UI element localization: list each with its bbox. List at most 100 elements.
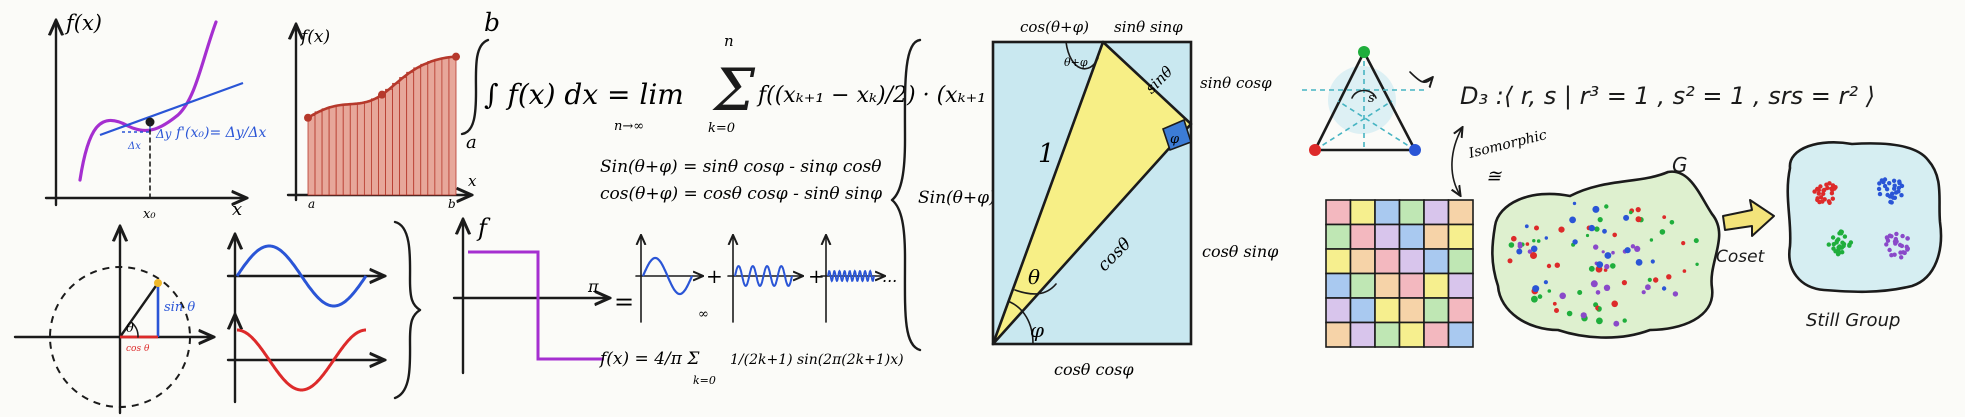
group-element-dot (1629, 210, 1633, 215)
coset-cluster-dot (1892, 239, 1898, 244)
still-group-label: Still Group (1806, 310, 1900, 331)
group-element-dot (1669, 220, 1675, 225)
coset-cluster-dot (1893, 190, 1899, 195)
integral-definition: b a ∫ f(x) dx = lim n→∞ n Σ k=0 f((xₖ₊₁ … (460, 8, 1047, 153)
cayley-cell (1325, 297, 1352, 324)
group-element-dot (1653, 277, 1659, 283)
cayley-cell (1423, 248, 1450, 275)
sin-brace-label: Sin(θ+φ) (918, 188, 996, 208)
group-element-dot (1621, 280, 1627, 286)
coset-cluster-dot (1899, 193, 1904, 198)
group-element-dot (1532, 285, 1540, 293)
coset-cluster-dot (1839, 229, 1845, 235)
cayley-cell (1325, 223, 1352, 250)
group-element-dot (1593, 244, 1599, 250)
proof-theta-plus-phi-label: θ+φ (1064, 56, 1088, 69)
coset-cluster-dot (1887, 194, 1893, 199)
coset-cluster-dot (1818, 184, 1823, 189)
riemann-x-label: x (468, 172, 477, 190)
group-element-dot (1543, 280, 1548, 285)
group-element-dot (1590, 280, 1598, 288)
group-element-dot (1527, 249, 1533, 254)
cayley-cell (1374, 297, 1401, 324)
group-g-label: G (1672, 153, 1688, 177)
cayley-cell (1447, 223, 1474, 250)
group-element-dot (1516, 248, 1523, 255)
vertex-blue (1409, 144, 1421, 156)
fourier-ellipsis: ... (882, 267, 897, 286)
riemann-bar (378, 94, 386, 196)
theta-angle-arc (1014, 283, 1057, 295)
tangent-line (99, 81, 244, 137)
limit-subscript: n→∞ (614, 119, 644, 134)
fourier-equals: = (614, 288, 634, 316)
coset-cluster-dot (1897, 179, 1902, 184)
dx-label: Δx (127, 141, 141, 152)
riemann-bar (307, 115, 316, 196)
riemann-bar (406, 71, 415, 196)
cayley-cell (1423, 272, 1450, 299)
cayley-cell (1447, 272, 1474, 299)
group-element-dot (1641, 290, 1646, 295)
sum-lower: k=0 (708, 121, 735, 136)
coset-cluster-dot (1834, 240, 1839, 245)
coset-cluster-dot (1899, 255, 1904, 260)
coset-cluster-dot (1899, 243, 1905, 249)
coset-cluster-dot (1894, 231, 1899, 237)
cayley-cell (1398, 223, 1425, 250)
coset-cluster-dot (1877, 191, 1883, 197)
coset-cluster-dot (1882, 183, 1888, 189)
coset-cluster-dot (1901, 250, 1906, 255)
cayley-cell (1374, 248, 1401, 275)
integral-lower-bound: a (466, 132, 477, 153)
harmonic-2-wave (734, 265, 793, 287)
riemann-bar (314, 111, 323, 196)
group-element-dot (1693, 238, 1699, 244)
coset-cluster-dot (1905, 247, 1910, 252)
coset-cluster-dot (1816, 191, 1822, 196)
proof-right-lower-label: cosθ sinφ (1202, 242, 1279, 261)
circle-cos-label: cos θ (126, 344, 150, 354)
group-element-dot (1537, 294, 1543, 299)
riemann-bar (349, 103, 358, 196)
group-element-dot (1507, 258, 1513, 264)
group-element-dot (1612, 232, 1617, 238)
riemann-bar (321, 108, 330, 196)
group-element-dot (1572, 239, 1578, 245)
waves-brace (393, 220, 422, 400)
derivative-fx-label: f(x) (64, 11, 102, 35)
group-element-dot (1610, 263, 1616, 269)
group-element-dot (1517, 241, 1523, 247)
riemann-bar (385, 88, 393, 196)
fourier-limit-top: ∞ (698, 307, 709, 322)
cayley-cell (1374, 321, 1401, 348)
slope-formula: f'(x₀)= Δy/Δx (175, 125, 266, 141)
square-wave (468, 250, 604, 361)
cayley-cell (1349, 199, 1376, 226)
cayley-cell (1398, 199, 1425, 226)
riemann-bar (413, 67, 422, 196)
riemann-bar (399, 77, 408, 196)
integral-sign (460, 38, 490, 136)
coset-cluster-dot (1884, 235, 1890, 240)
group-element-dot (1635, 216, 1642, 223)
fourier-plus-1: + (706, 264, 723, 288)
proof-phi-label: φ (1030, 318, 1044, 342)
riemann-bar (328, 106, 337, 196)
isomorphic-arrow (1452, 128, 1462, 195)
riemann-bar (363, 101, 372, 196)
group-element-dot (1588, 224, 1596, 232)
cayley-cell (1325, 321, 1352, 348)
riemann-bar (392, 82, 401, 196)
theta-arc (130, 321, 139, 338)
cayley-cell (1325, 248, 1352, 275)
group-element-dot (1672, 291, 1679, 297)
cayley-cell (1423, 223, 1450, 250)
riemann-bar (434, 58, 443, 196)
cayley-cell (1349, 272, 1376, 299)
group-element-dot (1661, 286, 1667, 291)
group-element-dot (1531, 295, 1538, 303)
group-element-dot (1598, 306, 1602, 311)
group-element-dot (1604, 252, 1612, 259)
rotation-arc (1351, 89, 1377, 99)
